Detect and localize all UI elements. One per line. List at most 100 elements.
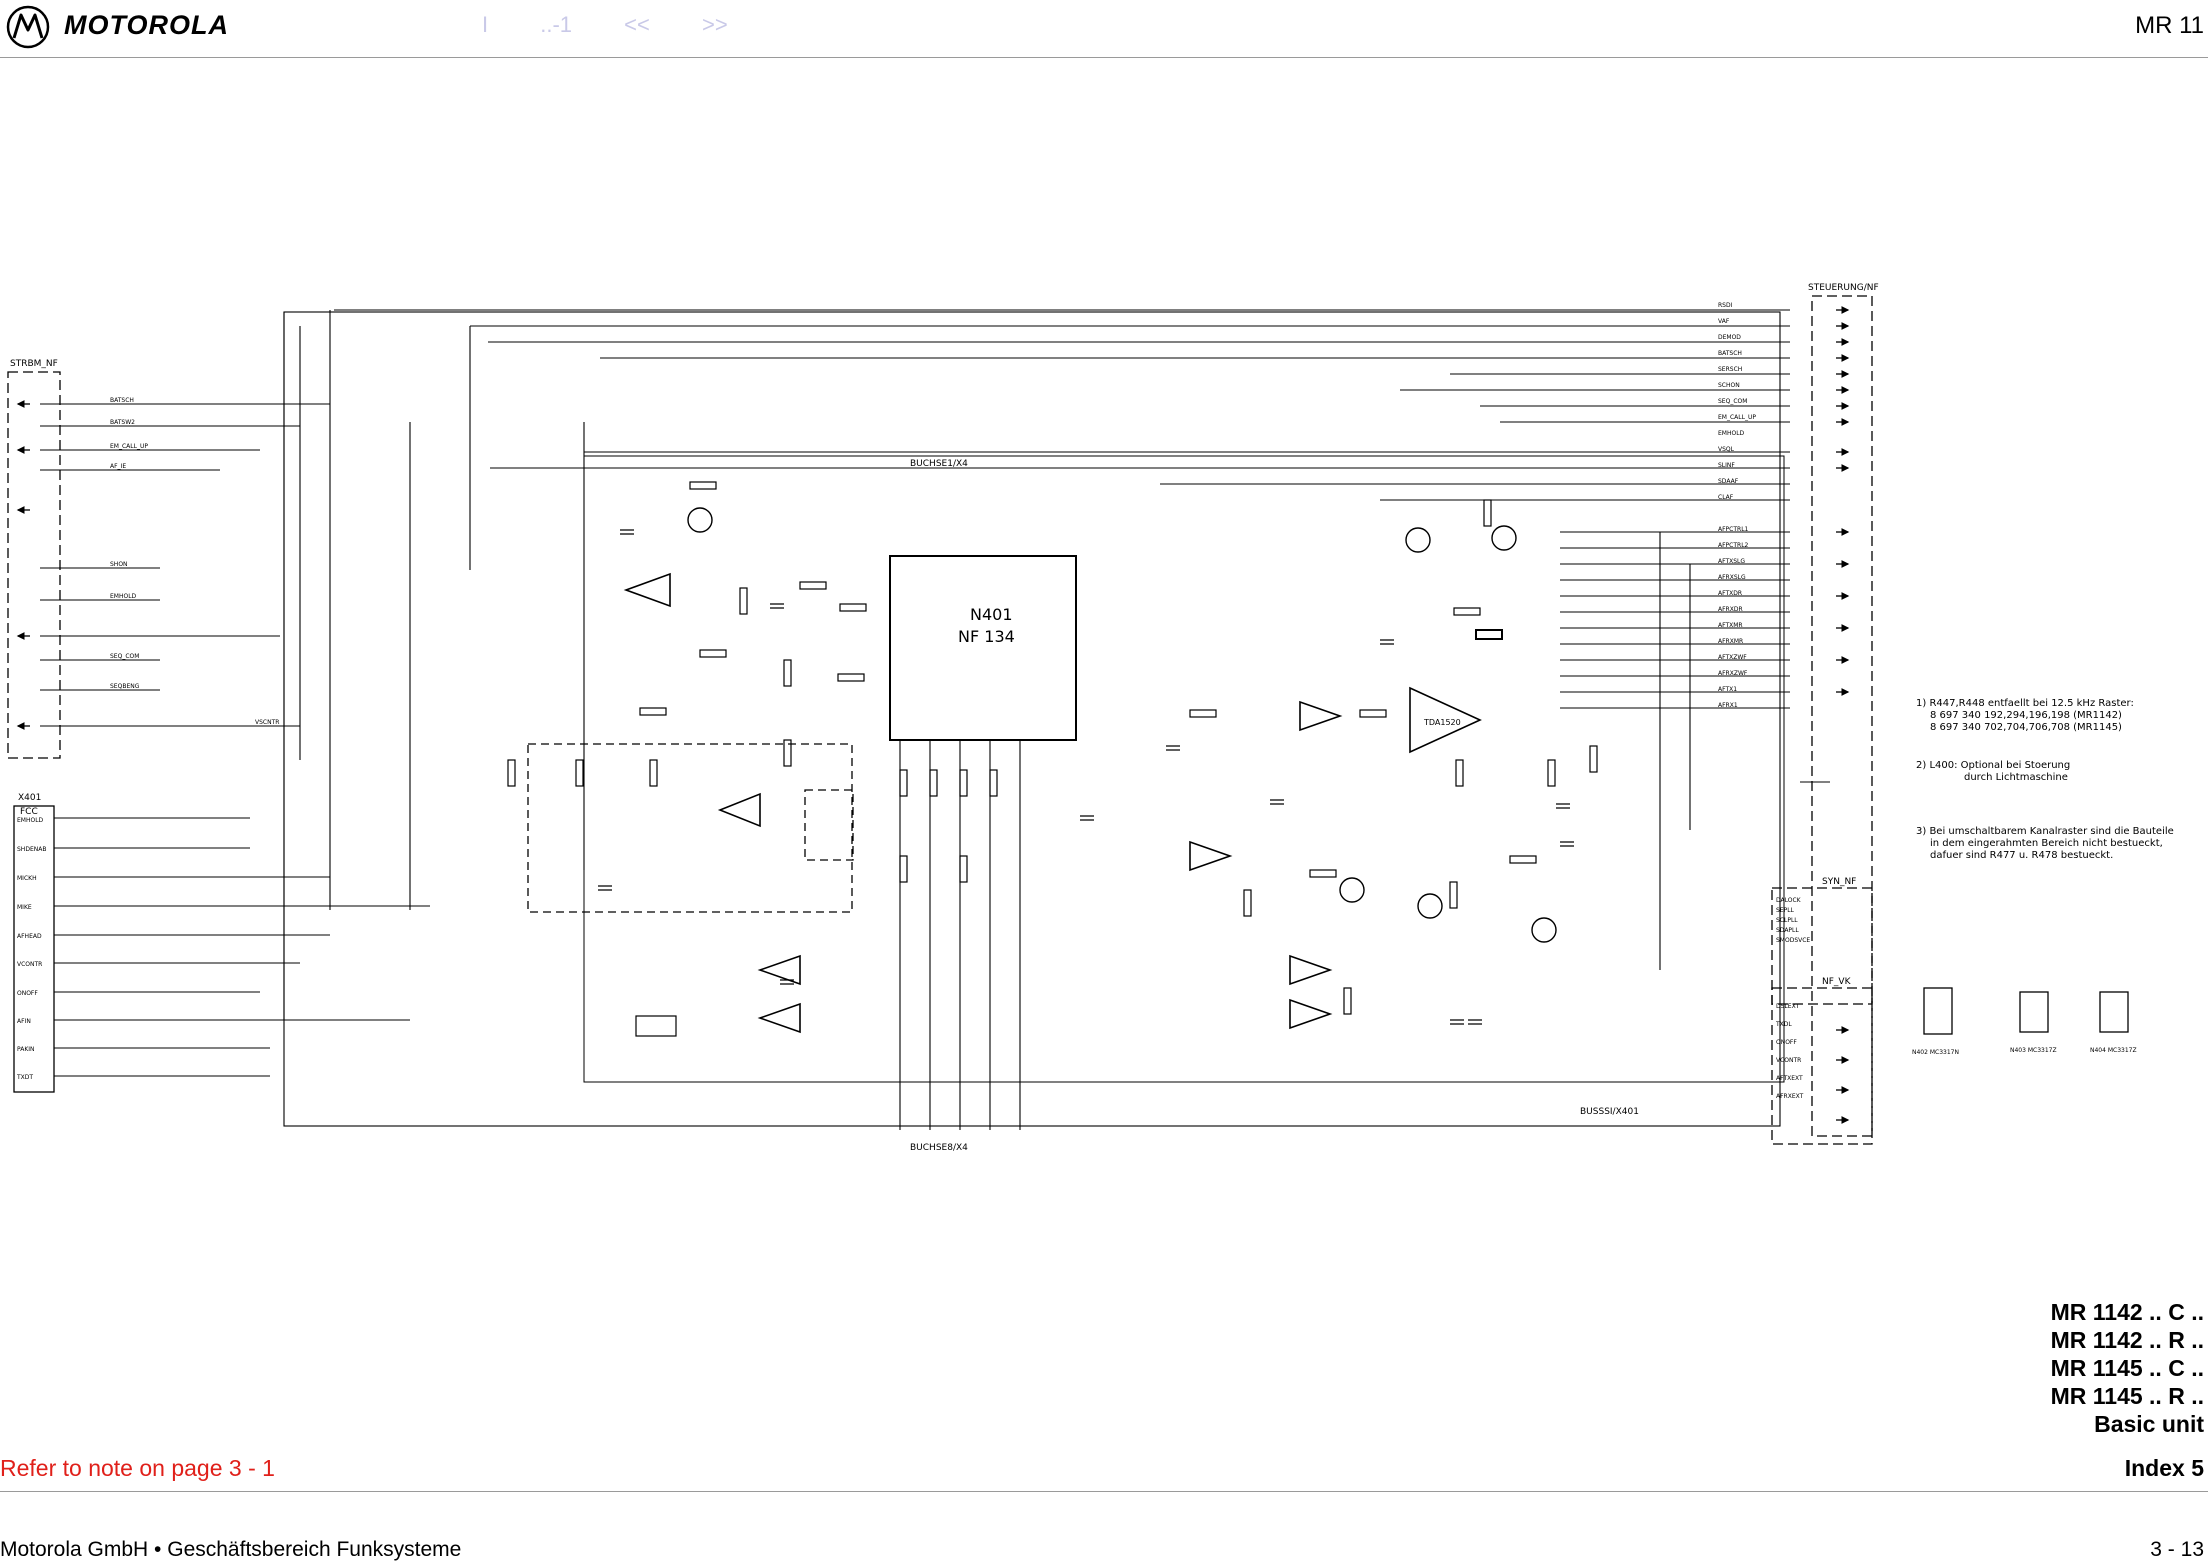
circuit-schematic: STRBM_NF STEUERUNG/NF SYN_NF NF_VK X401 … xyxy=(7,283,2174,1153)
svg-text:AFTXZWF: AFTXZWF xyxy=(1718,654,1747,661)
steuerung-connector-box xyxy=(1811,295,1873,1137)
buchse-bottom-label: BUCHSE8/X4 xyxy=(910,1143,968,1153)
model-line: MR 1145 .. C .. xyxy=(2050,1355,2204,1381)
svg-text:dafuer sind R477 u. R478 bestu: dafuer sind R477 u. R478 bestueckt. xyxy=(1930,850,2113,861)
svg-text:RSDI: RSDI xyxy=(1718,302,1733,309)
svg-text:VCONTR: VCONTR xyxy=(1776,1057,1801,1064)
schematic-frame xyxy=(283,311,1781,1127)
svg-text:DALOCK: DALOCK xyxy=(1776,897,1802,904)
syn-label: SYN_NF xyxy=(1822,877,1856,887)
nav-next-link[interactable]: >> xyxy=(702,12,728,37)
main-ic-label: N401 xyxy=(970,605,1013,624)
model-line: Basic unit xyxy=(2094,1411,2204,1437)
x401-connector-box xyxy=(13,805,55,1093)
nav-back-link[interactable]: ..-1 xyxy=(540,12,573,37)
nav-prev-link[interactable]: << xyxy=(624,12,650,37)
nfvk-connector-box xyxy=(1771,987,1873,1145)
refer-note-link[interactable]: Refer to note on page 3 - 1 xyxy=(0,1455,275,1481)
svg-text:SEQ_COM: SEQ_COM xyxy=(110,653,139,660)
brand-name: MOTOROLA xyxy=(64,10,229,40)
svg-text:1) R447,R448 entfaellt bei 12.: 1) R447,R448 entfaellt bei 12.5 kHz Rast… xyxy=(1916,698,2134,709)
svg-text:MIKE: MIKE xyxy=(17,904,32,911)
svg-text:SEQBENG: SEQBENG xyxy=(110,683,140,690)
bus-label: BUSSSI/X401 xyxy=(1580,1107,1639,1117)
svg-text:PAKIN: PAKIN xyxy=(17,1046,35,1053)
steuerung-label: STEUERUNG/NF xyxy=(1808,283,1879,293)
main-ic-n401 xyxy=(889,555,1077,741)
svg-text:SHDENAB: SHDENAB xyxy=(17,846,46,853)
svg-text:BATSCH: BATSCH xyxy=(110,397,134,404)
svg-text:EMHOLD: EMHOLD xyxy=(110,593,137,600)
svg-text:EMHOLD: EMHOLD xyxy=(17,817,44,824)
header-rule xyxy=(0,57,2208,58)
svg-text:in dem eingerahmten Bereich ni: in dem eingerahmten Bereich nicht bestue… xyxy=(1930,838,2163,849)
svg-text:AFPCTRL1: AFPCTRL1 xyxy=(1718,526,1749,533)
svg-text:CLAF: CLAF xyxy=(1718,494,1734,501)
x401-label: X401 xyxy=(18,793,41,803)
svg-text:MICKH: MICKH xyxy=(17,875,37,882)
svg-text:3) Bei umschaltbarem Kanalrast: 3) Bei umschaltbarem Kanalraster sind di… xyxy=(1916,826,2174,837)
svg-text:N404 MC3317Z: N404 MC3317Z xyxy=(2090,1047,2137,1054)
svg-text:BATSCH: BATSCH xyxy=(1718,350,1742,357)
svg-text:AFRX1: AFRX1 xyxy=(1718,702,1738,709)
page-navigation: I ..-1 << >> xyxy=(482,12,772,38)
svg-text:AFTX1: AFTX1 xyxy=(1718,686,1737,693)
svg-text:AFRXDR: AFRXDR xyxy=(1718,606,1743,613)
svg-text:TXDL: TXDL xyxy=(1775,1021,1792,1028)
svg-text:AFTXSLG: AFTXSLG xyxy=(1718,558,1745,565)
svg-text:AFTXDR: AFTXDR xyxy=(1718,590,1742,597)
svg-text:AFTXEXT: AFTXEXT xyxy=(1776,1075,1803,1082)
svg-text:AF_IE: AF_IE xyxy=(110,463,126,470)
svg-text:2) L400: Optional bei Stoerung: 2) L400: Optional bei Stoerung xyxy=(1916,760,2070,771)
svg-text:SEPLL: SEPLL xyxy=(1776,907,1795,914)
model-line: MR 1145 .. R .. xyxy=(2050,1383,2204,1409)
svg-text:VSQL: VSQL xyxy=(1718,446,1735,453)
svg-text:EMHOLD: EMHOLD xyxy=(1718,430,1745,437)
svg-text:SEQ_COM: SEQ_COM xyxy=(1718,398,1747,405)
svg-text:SMODSVCE: SMODSVCE xyxy=(1776,937,1810,944)
svg-text:AFRXSLG: AFRXSLG xyxy=(1718,574,1746,581)
svg-text:AFRXZWF: AFRXZWF xyxy=(1718,670,1748,677)
page-header: MOTOROLA I ..-1 << >> MR 11 xyxy=(0,0,2208,58)
model-line: MR 1142 .. C .. xyxy=(2050,1299,2204,1325)
strbm-connector-box xyxy=(7,371,61,759)
svg-text:SLINF: SLINF xyxy=(1718,462,1735,469)
svg-text:8 697 340 192,294,196,198 (MR1: 8 697 340 192,294,196,198 (MR1142) xyxy=(1930,710,2122,721)
nav-first-link[interactable]: I xyxy=(482,12,489,37)
footer-rule xyxy=(0,1491,2208,1492)
svg-text:EM_CALL_UP: EM_CALL_UP xyxy=(1718,414,1756,421)
buchse-top-label: BUCHSE1/X4 xyxy=(910,459,968,469)
svg-text:AFTXMR: AFTXMR xyxy=(1718,622,1743,629)
model-line: MR 1142 .. R .. xyxy=(2050,1327,2204,1353)
model-list: MR 1142 .. C .. MR 1142 .. R .. MR 1145 … xyxy=(2051,1298,2204,1438)
footer-company: Motorola GmbH • Geschäftsbereich Funksys… xyxy=(0,1538,462,1561)
svg-text:AFPCTRL2: AFPCTRL2 xyxy=(1718,542,1749,549)
schematic-notes: 1) R447,R448 entfaellt bei 12.5 kHz Rast… xyxy=(1916,698,2174,861)
svg-text:SHON: SHON xyxy=(110,561,128,568)
amplifier-label: TDA1520 xyxy=(1423,718,1461,727)
svg-text:DSLEXT: DSLEXT xyxy=(1776,1003,1800,1010)
svg-text:VAF: VAF xyxy=(1718,318,1730,325)
syn-connector-box xyxy=(1771,887,1873,1005)
svg-text:AFRXEXT: AFRXEXT xyxy=(1776,1093,1804,1100)
svg-text:SDAPLL: SDAPLL xyxy=(1776,927,1799,934)
fcc-label: FCC xyxy=(20,807,38,817)
svg-text:SCHON: SCHON xyxy=(1718,382,1740,389)
svg-text:ONOFF: ONOFF xyxy=(17,990,38,997)
svg-text:DEMOD: DEMOD xyxy=(1718,334,1741,341)
motorola-logo-icon xyxy=(6,5,50,49)
svg-text:VSCNTR: VSCNTR xyxy=(255,719,279,726)
svg-text:VCONTR: VCONTR xyxy=(17,961,42,968)
svg-text:8 697 340 702,704,706,708 (MR1: 8 697 340 702,704,706,708 (MR1145) xyxy=(1930,722,2122,733)
svg-text:EM_CALL_UP: EM_CALL_UP xyxy=(110,443,148,450)
document-id: MR 11 xyxy=(2135,12,2204,39)
footer-page-number: 3 - 13 xyxy=(2150,1538,2204,1561)
svg-text:SERSCH: SERSCH xyxy=(1718,366,1742,373)
svg-text:N403 MC3317Z: N403 MC3317Z xyxy=(2010,1047,2057,1054)
svg-text:AFHEAD: AFHEAD xyxy=(17,933,42,940)
svg-text:BATSW2: BATSW2 xyxy=(110,419,135,426)
svg-text:AFRXMR: AFRXMR xyxy=(1718,638,1743,645)
svg-text:ONOFF: ONOFF xyxy=(1776,1039,1797,1046)
svg-text:durch Lichtmaschine: durch Lichtmaschine xyxy=(1964,772,2068,783)
svg-text:SDAAF: SDAAF xyxy=(1718,478,1739,485)
